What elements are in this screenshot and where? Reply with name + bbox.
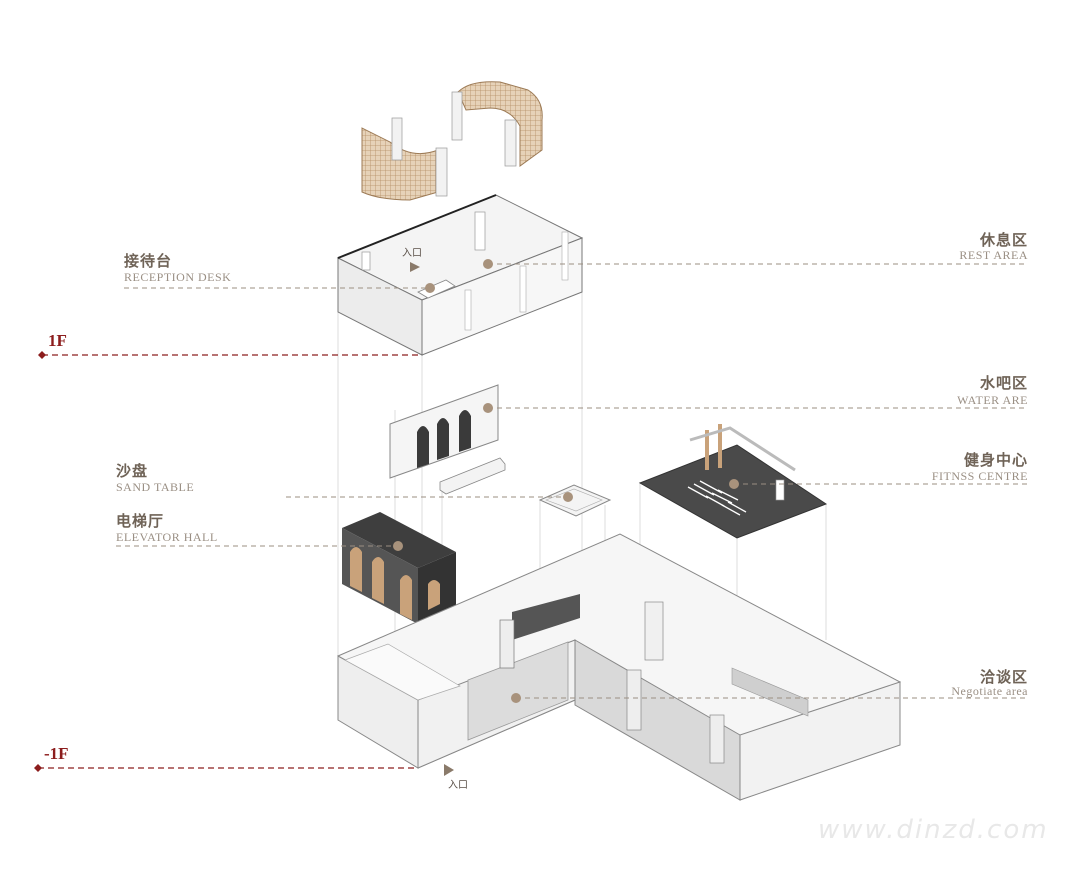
label-negotiate-en: Negotiate area (951, 684, 1028, 698)
label-elevator-zh: 电梯厅 (116, 512, 165, 530)
label-reception-en: RECEPTION DESK (124, 270, 232, 284)
watermark: www.dinzd.com (818, 815, 1049, 845)
label-negotiate-zh: 洽谈区 (979, 668, 1028, 686)
entrance-label-upper: 入口 (402, 248, 422, 259)
sand-table-model (538, 484, 612, 517)
label-reception-zh: 接待台 (124, 252, 173, 270)
label-sand-zh: 沙盘 (116, 462, 149, 480)
dot-fitness (729, 479, 739, 489)
floor-label-b1: -1F (44, 744, 69, 763)
floor-label-1f: 1F (48, 331, 67, 350)
dot-negotiate (511, 693, 521, 703)
dot-sand (563, 492, 573, 502)
dot-elevator (393, 541, 403, 551)
marker-dots (393, 259, 739, 703)
label-fitness-zh: 健身中心 (963, 451, 1028, 469)
label-water-zh: 水吧区 (979, 374, 1028, 392)
floor-1f-marker (38, 351, 46, 359)
dot-rest (483, 259, 493, 269)
floor-1f-box (336, 194, 584, 356)
floor-level-lines (38, 354, 422, 769)
lattice-screen-right (451, 81, 543, 167)
leader-lines (116, 263, 1028, 699)
elevator-hall-model (342, 512, 456, 624)
entrance-label-lower: 入口 (448, 780, 468, 791)
lattice-screen-left (361, 117, 448, 201)
floor-b1-box (337, 533, 902, 801)
dot-reception (425, 283, 435, 293)
fitness-slab (638, 424, 828, 539)
label-water-en: WATER ARE (957, 393, 1028, 407)
water-bar-wall (389, 384, 506, 495)
label-rest-en: REST AREA (959, 248, 1028, 262)
label-fitness-en: FITNSS CENTRE (931, 469, 1028, 483)
label-elevator-en: ELEVATOR HALL (116, 530, 218, 544)
floor-b1-marker (34, 764, 42, 772)
label-rest-zh: 休息区 (979, 231, 1028, 249)
dot-water (483, 403, 493, 413)
label-sand-en: SAND TABLE (116, 480, 195, 494)
